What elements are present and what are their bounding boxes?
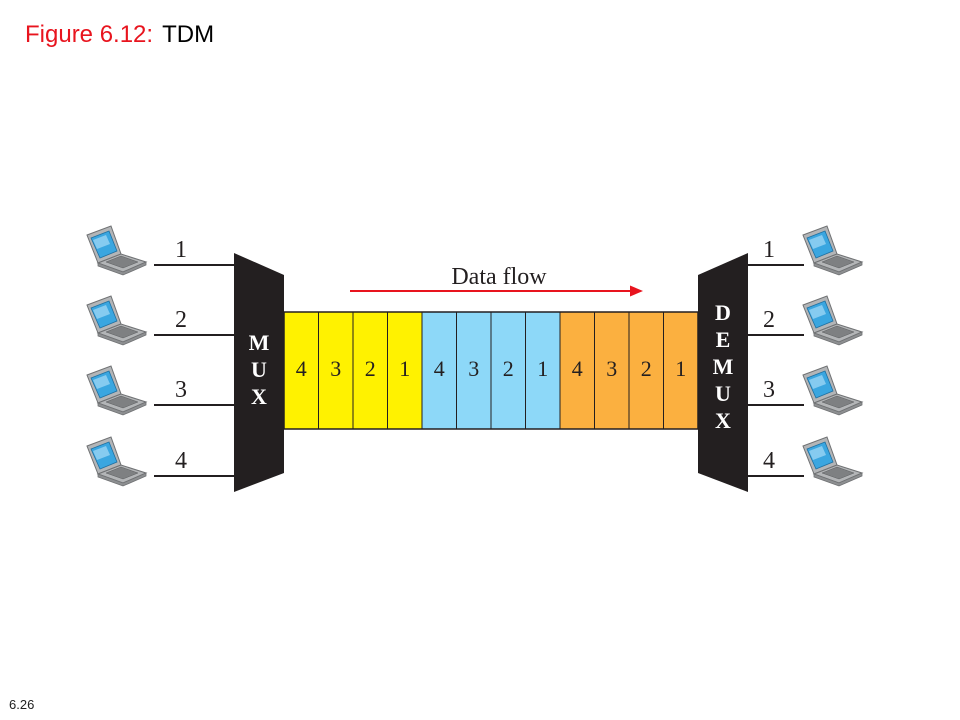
demux-letter: U <box>715 381 731 406</box>
demux-letter: X <box>715 408 731 433</box>
laptop-icon <box>802 365 863 416</box>
demux-letter: E <box>716 327 731 352</box>
laptop-icon <box>86 295 147 346</box>
sender-label-2: 2 <box>175 307 187 333</box>
data-flow-label: Data flow <box>451 264 547 290</box>
laptop-icon <box>86 436 147 487</box>
page-number: 6.26 <box>9 697 35 712</box>
frame-strip-border <box>283 311 699 430</box>
receiver-label-1: 1 <box>763 237 775 263</box>
receiver-label-2: 2 <box>763 307 775 333</box>
laptop-icon <box>86 365 147 416</box>
mux-letter: U <box>251 357 267 382</box>
laptop-icon <box>802 436 863 487</box>
time-slot <box>456 311 492 430</box>
mux-block <box>234 253 284 492</box>
receiver-label-4: 4 <box>763 448 775 474</box>
time-slot-label: 2 <box>641 356 652 381</box>
time-slot-label: 1 <box>675 356 686 381</box>
time-slot-label: 4 <box>296 356 307 381</box>
demux-block <box>698 253 748 492</box>
time-slot-label: 3 <box>330 356 341 381</box>
time-slot <box>387 311 423 430</box>
data-flow-arrowhead <box>630 285 643 297</box>
laptop-icon <box>86 225 147 276</box>
time-slot-label: 1 <box>537 356 548 381</box>
time-slot-label: 3 <box>606 356 617 381</box>
sender-label-4: 4 <box>175 448 187 474</box>
sender-label-3: 3 <box>175 377 187 403</box>
sender-label-1: 1 <box>175 237 187 263</box>
time-slot <box>663 311 699 430</box>
figure-label: Figure 6.12: <box>25 21 154 48</box>
slide-title: Figure 6.12: TDM <box>25 20 214 50</box>
mux-letter: X <box>251 384 267 409</box>
mux-letter: M <box>249 330 270 355</box>
time-slot-label: 3 <box>468 356 479 381</box>
time-slot <box>318 311 354 430</box>
time-slot-label: 4 <box>572 356 583 381</box>
laptop-icon <box>802 225 863 276</box>
time-slot <box>525 311 561 430</box>
mux-label: MUX <box>249 330 270 409</box>
time-slot-label: 1 <box>399 356 410 381</box>
demux-letter: M <box>713 354 734 379</box>
receiver-label-3: 3 <box>763 377 775 403</box>
figure-title: TDM <box>162 21 215 48</box>
time-slot-label: 2 <box>365 356 376 381</box>
demux-letter: D <box>715 300 731 325</box>
time-slot-label: 2 <box>503 356 514 381</box>
link-wires <box>154 264 804 477</box>
laptop-icon <box>802 295 863 346</box>
time-slot-label: 4 <box>434 356 445 381</box>
